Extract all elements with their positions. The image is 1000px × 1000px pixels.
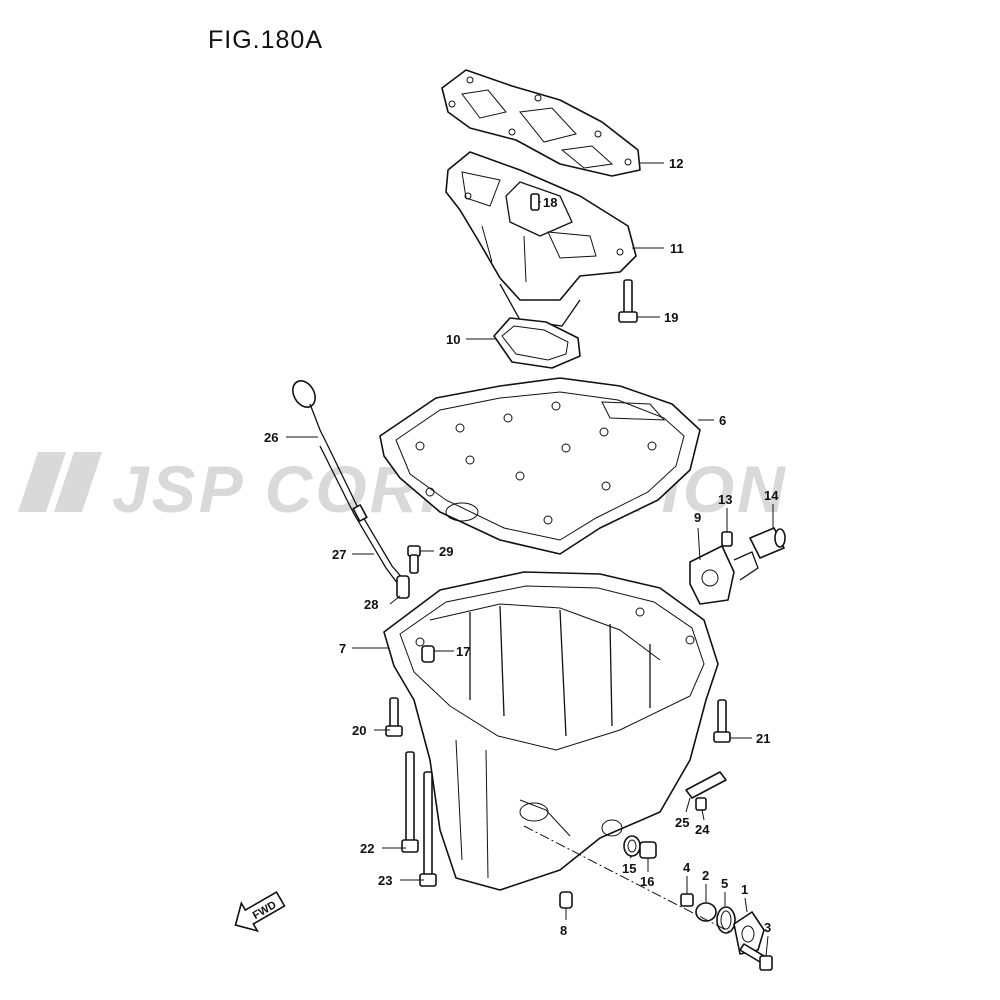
part-bolt-21 xyxy=(713,699,731,743)
part-bolt-29 xyxy=(407,545,421,574)
callout-7: 7 xyxy=(339,641,346,656)
part-housing-11 xyxy=(445,151,637,327)
part-bracket-25 xyxy=(685,771,727,799)
callout-12: 12 xyxy=(669,156,683,171)
callout-21: 21 xyxy=(756,731,770,746)
callout-9: 9 xyxy=(694,510,701,525)
part-plug-16 xyxy=(639,841,657,859)
part-pin-17 xyxy=(421,645,435,663)
part-gasket-15 xyxy=(623,835,641,857)
part-bolt-3 xyxy=(739,943,773,971)
part-cap-2 xyxy=(695,902,717,922)
part-nipple-14 xyxy=(749,527,786,559)
part-pin-18 xyxy=(530,193,540,211)
part-dipstick-26 xyxy=(292,380,327,443)
part-bolt-20 xyxy=(385,697,403,737)
callout-8: 8 xyxy=(560,923,567,938)
part-bolt-19 xyxy=(618,279,638,323)
callout-27: 27 xyxy=(332,547,346,562)
callout-20: 20 xyxy=(352,723,366,738)
part-gasket-10 xyxy=(493,317,581,369)
callout-18: 18 xyxy=(543,195,557,210)
callout-24: 24 xyxy=(695,822,710,837)
callout-labels: 12 11 18 19 10 6 26 27 28 29 7 17 9 13 1… xyxy=(264,156,779,938)
part-bolt-13 xyxy=(721,531,733,547)
callout-1: 1 xyxy=(741,882,748,897)
callout-17: 17 xyxy=(456,644,470,659)
fwd-direction-arrow: FWD xyxy=(234,890,286,933)
callout-11: 11 xyxy=(670,241,684,256)
callout-26: 26 xyxy=(264,430,278,445)
part-bolt-23 xyxy=(419,771,437,887)
part-oil-pan-7 xyxy=(383,571,719,891)
callout-19: 19 xyxy=(664,310,678,325)
callout-22: 22 xyxy=(360,841,374,856)
callout-16: 16 xyxy=(640,874,654,889)
part-bolt-22 xyxy=(401,751,419,853)
callout-6: 6 xyxy=(719,413,726,428)
callout-13: 13 xyxy=(718,492,732,507)
part-o-ring-5 xyxy=(716,906,736,934)
part-bolt-8 xyxy=(559,891,573,909)
part-gasket-6 xyxy=(379,377,701,555)
watermark-logo-mark xyxy=(18,452,102,512)
callout-28: 28 xyxy=(364,597,378,612)
callout-23: 23 xyxy=(378,873,392,888)
part-guide-tube-27 xyxy=(319,441,405,585)
callout-2: 2 xyxy=(702,868,709,883)
callout-5: 5 xyxy=(721,876,728,891)
fwd-label: FWD xyxy=(251,899,279,922)
figure-title: FIG.180A xyxy=(208,26,323,54)
leader-lines xyxy=(286,162,774,957)
callout-3: 3 xyxy=(764,920,771,935)
part-o-ring-28 xyxy=(396,575,410,599)
part-cover-9 xyxy=(689,545,759,605)
callout-4: 4 xyxy=(683,860,691,875)
callout-25: 25 xyxy=(675,815,689,830)
callout-15: 15 xyxy=(622,861,636,876)
callout-29: 29 xyxy=(439,544,453,559)
callout-10: 10 xyxy=(446,332,460,347)
part-bolt-24 xyxy=(695,797,707,811)
callout-14: 14 xyxy=(764,488,779,503)
part-plate-1 xyxy=(733,911,765,955)
part-gasket-12 xyxy=(441,69,641,177)
part-bolt-4 xyxy=(680,893,694,907)
